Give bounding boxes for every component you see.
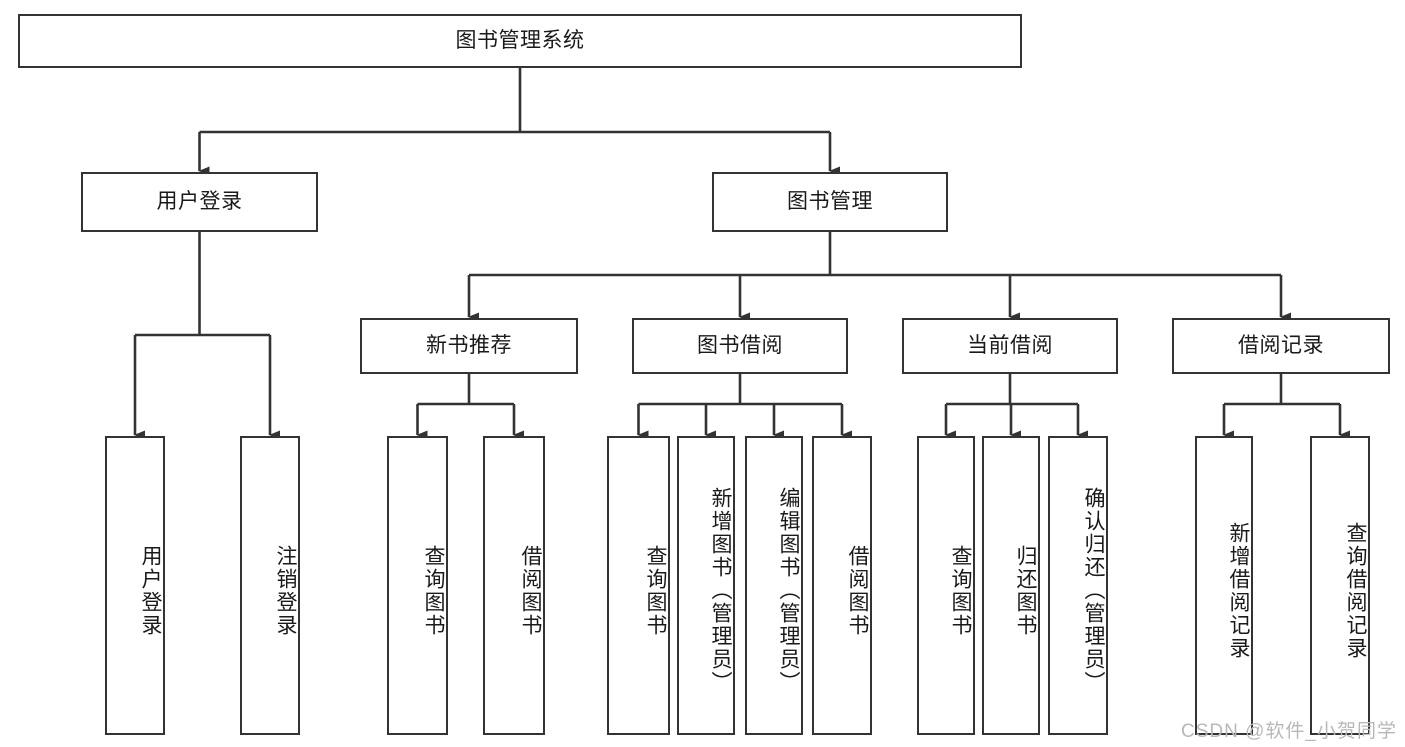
node-label: 图书借阅 bbox=[697, 333, 783, 357]
node-label: 注销登录 bbox=[274, 544, 297, 637]
node-label: 图书管理系统 bbox=[455, 28, 585, 52]
node-label: 查询借阅记录 bbox=[1344, 521, 1367, 660]
node-label: 用户登录 bbox=[156, 189, 243, 213]
node-leaf-user-logout[interactable]: 注销登录 bbox=[240, 436, 300, 735]
node-leaf-confirm-return[interactable]: 确认归还（管理员） bbox=[1048, 436, 1108, 735]
node-root[interactable]: 图书管理系统 bbox=[18, 14, 1022, 68]
node-new-book-rec[interactable]: 新书推荐 bbox=[360, 318, 578, 374]
node-user-login[interactable]: 用户登录 bbox=[81, 172, 318, 232]
node-leaf-borrow-book-rec[interactable]: 借阅图书 bbox=[483, 436, 545, 735]
node-label: 查询图书 bbox=[644, 544, 667, 637]
node-leaf-query-book-bw[interactable]: 查询图书 bbox=[607, 436, 670, 735]
node-label: 新书推荐 bbox=[426, 333, 512, 357]
node-label: 查询图书 bbox=[422, 544, 445, 637]
node-label: 借阅记录 bbox=[1238, 333, 1324, 357]
node-borrow-record[interactable]: 借阅记录 bbox=[1172, 318, 1390, 374]
node-label: 借阅图书 bbox=[846, 544, 869, 637]
node-leaf-return-book[interactable]: 归还图书 bbox=[982, 436, 1040, 735]
node-label: 借阅图书 bbox=[519, 544, 542, 637]
node-book-manage[interactable]: 图书管理 bbox=[712, 172, 948, 232]
node-leaf-borrow-book-bw[interactable]: 借阅图书 bbox=[812, 436, 872, 735]
node-leaf-add-book[interactable]: 新增图书（管理员） bbox=[677, 436, 735, 735]
node-label: 新增图书（管理员） bbox=[709, 487, 732, 694]
node-label: 用户登录 bbox=[139, 544, 162, 637]
node-leaf-query-book-rec[interactable]: 查询图书 bbox=[387, 436, 448, 735]
node-leaf-user-login[interactable]: 用户登录 bbox=[105, 436, 165, 735]
node-label: 确认归还（管理员） bbox=[1082, 487, 1105, 694]
node-label: 查询图书 bbox=[949, 544, 972, 637]
node-leaf-edit-book[interactable]: 编辑图书（管理员） bbox=[745, 436, 803, 735]
watermark-label: CSDN @软件_小贺同学 bbox=[1181, 721, 1397, 742]
node-label: 编辑图书（管理员） bbox=[777, 487, 800, 694]
node-leaf-query-record[interactable]: 查询借阅记录 bbox=[1310, 436, 1370, 735]
node-leaf-add-record[interactable]: 新增借阅记录 bbox=[1195, 436, 1253, 735]
node-label: 当前借阅 bbox=[967, 333, 1053, 357]
node-leaf-query-book-cur[interactable]: 查询图书 bbox=[917, 436, 975, 735]
node-current-borrow[interactable]: 当前借阅 bbox=[902, 318, 1118, 374]
node-label: 归还图书 bbox=[1014, 544, 1037, 637]
node-label: 图书管理 bbox=[787, 189, 873, 213]
node-label: 新增借阅记录 bbox=[1227, 521, 1250, 660]
node-book-borrow[interactable]: 图书借阅 bbox=[632, 318, 848, 374]
edge-group bbox=[133, 68, 1350, 440]
